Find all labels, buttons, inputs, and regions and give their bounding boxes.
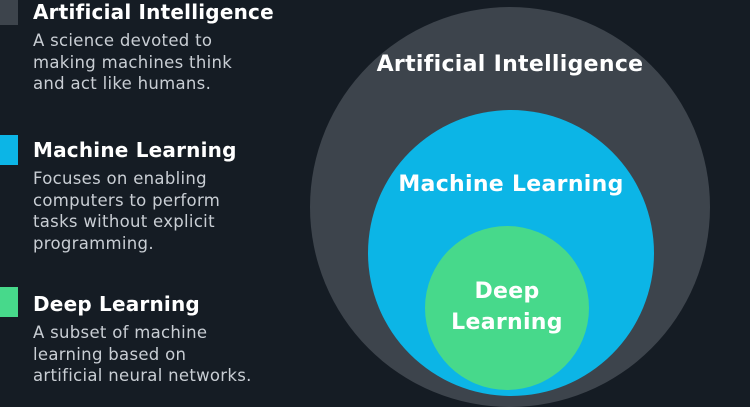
legend-desc-machine-learning: Focuses on enabling computers to perform… xyxy=(33,168,293,255)
circle-label-artificial-intelligence: Artificial Intelligence xyxy=(376,52,644,77)
desc-line: computers to perform xyxy=(33,190,221,210)
dl-swatch xyxy=(0,287,18,317)
circle-label-machine-learning: Machine Learning xyxy=(398,172,624,197)
circle-label-deep-line: Deep xyxy=(474,279,540,304)
legend-desc-artificial-intelligence: A science devoted to making machines thi… xyxy=(33,30,293,95)
circle-machine-learning: Machine Learning Deep Learning xyxy=(368,110,654,396)
legend-title-artificial-intelligence: Artificial Intelligence xyxy=(33,0,274,24)
ml-swatch xyxy=(0,135,18,165)
desc-line: artificial neural networks. xyxy=(33,366,252,386)
desc-line: Focuses on enabling xyxy=(33,169,207,188)
ai-swatch xyxy=(0,0,18,25)
legend-item-artificial-intelligence: Artificial Intelligence A science devote… xyxy=(33,0,293,95)
legend-title-machine-learning: Machine Learning xyxy=(33,138,237,162)
circle-label-deep-learning: Deep Learning xyxy=(425,276,589,338)
desc-line: learning based on xyxy=(33,344,187,364)
circle-label-learning-line: Learning xyxy=(451,310,563,335)
circle-deep-learning: Deep Learning xyxy=(425,226,589,390)
legend-item-machine-learning: Machine Learning Focuses on enabling com… xyxy=(33,138,293,255)
desc-line: programming. xyxy=(33,234,154,254)
legend-item-deep-learning: Deep Learning A subset of machine learni… xyxy=(33,292,293,387)
desc-line: making machines think xyxy=(33,52,233,72)
desc-line: and act like humans. xyxy=(33,74,212,94)
circle-artificial-intelligence: Artificial Intelligence Machine Learning… xyxy=(310,7,710,407)
desc-line: tasks without explicit xyxy=(33,212,215,232)
desc-line: A subset of machine xyxy=(33,323,208,342)
legend-desc-deep-learning: A subset of machine learning based on ar… xyxy=(33,322,293,387)
legend-title-deep-learning: Deep Learning xyxy=(33,292,200,316)
desc-line: A science devoted to xyxy=(33,31,213,50)
